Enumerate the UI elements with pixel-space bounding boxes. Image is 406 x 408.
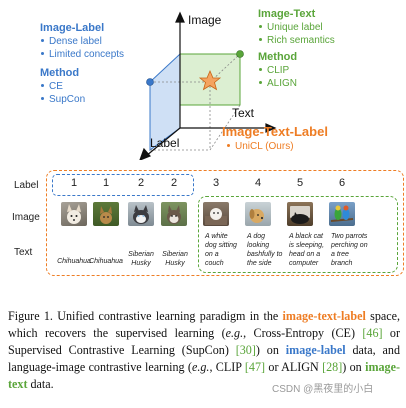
- image-text-dot: [236, 50, 244, 58]
- image-text-block: Image-Text Unique label Rich semantics M…: [258, 8, 335, 90]
- citation-link[interactable]: [46]: [362, 326, 383, 340]
- image-text-method-title: Method: [258, 51, 298, 63]
- image-text-label-title: Image-Text-Label: [222, 124, 328, 139]
- cube-diagram: [139, 11, 277, 160]
- black-cat-computer-photo: [287, 202, 313, 226]
- image-label-dashed-box: [52, 174, 194, 196]
- image-label-dot: [146, 78, 154, 86]
- image-label-method: SupCon: [40, 93, 124, 106]
- citation-link[interactable]: [28]: [322, 360, 343, 374]
- image-text-method: CLIP: [258, 64, 335, 77]
- label-number: 4: [254, 177, 262, 189]
- row-label-image: Image: [12, 212, 40, 223]
- citation-link[interactable]: [47]: [244, 360, 266, 374]
- label-number: 5: [296, 177, 304, 189]
- image-label-method: CE: [40, 80, 124, 93]
- axis-text-label: Text: [232, 106, 255, 120]
- siberian-husky-photo: [161, 202, 187, 226]
- parrots-on-branch-photo: [329, 202, 355, 226]
- chihuahua-photo: [61, 202, 87, 226]
- siberian-husky-photo: [128, 202, 154, 226]
- image-label-item: Limited concepts: [40, 48, 124, 61]
- image-label-title: Image-Label: [40, 22, 105, 34]
- dog-bashful-photo: [245, 202, 271, 226]
- watermark: CSDN @黑夜里的小白: [272, 384, 374, 395]
- image-text-item: Unique label: [258, 21, 335, 34]
- image-label-item: Dense label: [40, 35, 124, 48]
- text-caption: Chihuahua: [57, 258, 91, 265]
- chihuahua-photo: [93, 202, 119, 226]
- text-caption: A dog looking bashfully to the side: [247, 233, 283, 267]
- row-label-label: Label: [14, 180, 39, 191]
- image-text-dashed-box: [198, 196, 398, 273]
- image-label-block: Image-Label Dense label Limited concepts…: [40, 22, 124, 106]
- text-caption: Chihuahua: [89, 258, 123, 265]
- image-label-method-title: Method: [40, 67, 80, 79]
- text-caption: Two parrots perching on a tree branch: [331, 233, 368, 267]
- highlight-image-text: image-text: [8, 360, 401, 391]
- image-text-label-method: UniCL (Ours): [226, 140, 328, 153]
- axis-image-label: Image: [188, 13, 222, 27]
- image-text-title: Image-Text: [258, 8, 316, 20]
- citation-link[interactable]: [30]: [235, 343, 256, 357]
- text-caption: A black cat is sleeping, head on a compu…: [289, 233, 325, 267]
- row-label-text: Text: [14, 247, 33, 258]
- star-icon: [198, 69, 222, 91]
- label-number: 6: [338, 177, 346, 189]
- label-number: 2: [137, 177, 145, 189]
- label-number: 3: [212, 177, 220, 189]
- outer-dashed-box: [46, 170, 404, 276]
- image-text-item: Rich semantics: [258, 34, 335, 47]
- text-caption: Siberian Husky: [128, 251, 154, 267]
- text-caption: Siberian Husky: [162, 251, 188, 267]
- image-text-method: ALIGN: [258, 77, 335, 90]
- image-text-label-block: Image-Text-Label UniCL (Ours): [222, 124, 328, 153]
- label-number: 2: [170, 177, 178, 189]
- highlight-image-text-label: image-text-label: [282, 309, 366, 323]
- axis-label-label: Label: [150, 136, 180, 150]
- label-number: 1: [70, 177, 78, 189]
- text-caption: A white dog sitting on a couch: [205, 233, 237, 267]
- highlight-image-label: image-label: [285, 343, 346, 357]
- dog-on-couch-photo: [203, 202, 229, 226]
- label-number: 1: [102, 177, 110, 189]
- figure-caption: Figure 1. Unified contrastive learning p…: [8, 309, 401, 391]
